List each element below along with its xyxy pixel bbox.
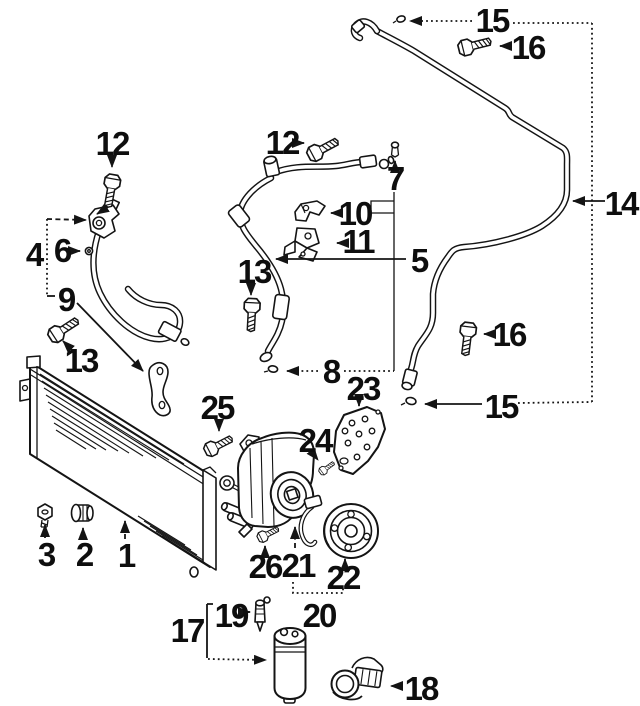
drier-clamp — [330, 656, 384, 701]
bolt-25 — [201, 431, 237, 459]
callout-19: 19 — [215, 597, 249, 634]
pipe-clip-top — [392, 15, 406, 24]
compressor — [237, 431, 315, 538]
ac-pipe — [350, 18, 571, 391]
pipe-bracket-lower — [283, 227, 320, 262]
service-valve — [390, 141, 400, 158]
callout-16-right: 16 — [493, 316, 527, 353]
callout-9: 9 — [58, 281, 76, 318]
bolt-12-center — [304, 133, 343, 165]
callout-8: 8 — [323, 353, 341, 390]
condenser — [19, 355, 217, 578]
callout-5: 5 — [411, 242, 429, 279]
hose-bracket — [148, 362, 171, 417]
callout-15-top: 15 — [476, 2, 510, 39]
callout-3: 3 — [38, 536, 56, 573]
receiver-drier — [273, 627, 307, 704]
pressure-valve — [254, 596, 271, 632]
condenser-fins-upper — [39, 373, 185, 465]
condenser-fins-lower — [137, 515, 206, 564]
callout-7: 7 — [387, 160, 404, 197]
callout-2: 2 — [76, 536, 94, 573]
leader-lines — [40, 16, 605, 691]
hose-clip — [263, 365, 279, 373]
discharge-hose — [227, 154, 395, 363]
callout-labels: 15 16 14 12 12 7 10 11 4 6 9 5 13 13 16 … — [26, 2, 640, 706]
callout-1: 1 — [118, 537, 136, 574]
callout-17: 17 — [171, 612, 204, 649]
callout-10: 10 — [339, 195, 372, 232]
callout-26: 26 — [249, 548, 283, 585]
callout-18: 18 — [405, 670, 439, 706]
callout-4: 4 — [26, 236, 45, 273]
callout-12-center: 12 — [266, 124, 300, 161]
callout-23: 23 — [347, 370, 381, 407]
callout-21: 21 — [282, 547, 316, 584]
callout-25: 25 — [201, 389, 235, 426]
mount-plate — [333, 406, 386, 475]
callout-15-bottom: 15 — [485, 388, 519, 425]
clutch-pulley — [323, 503, 379, 559]
liquid-hose — [88, 197, 190, 347]
bolt-13-left — [44, 312, 83, 346]
callout-24: 24 — [299, 422, 334, 459]
callout-11: 11 — [343, 223, 376, 260]
bolt-13-center — [242, 297, 262, 333]
o-ring — [84, 246, 94, 256]
pipe-bracket-upper — [294, 200, 326, 222]
clutch-coil — [298, 494, 323, 548]
callout-20: 20 — [303, 597, 336, 634]
pipe-clip-bottom — [400, 396, 417, 406]
bolt-16-right — [456, 320, 478, 358]
callout-16-top: 16 — [512, 29, 546, 66]
callout-6: 6 — [54, 232, 72, 269]
mount-nut — [37, 503, 53, 528]
bolt-24 — [317, 458, 337, 477]
callout-14: 14 — [605, 185, 640, 222]
callout-13-left: 13 — [65, 342, 99, 379]
mount-bushing — [70, 503, 94, 523]
callout-22: 22 — [327, 559, 361, 596]
callout-12-left: 12 — [96, 125, 130, 162]
callout-13-center: 13 — [238, 253, 272, 290]
